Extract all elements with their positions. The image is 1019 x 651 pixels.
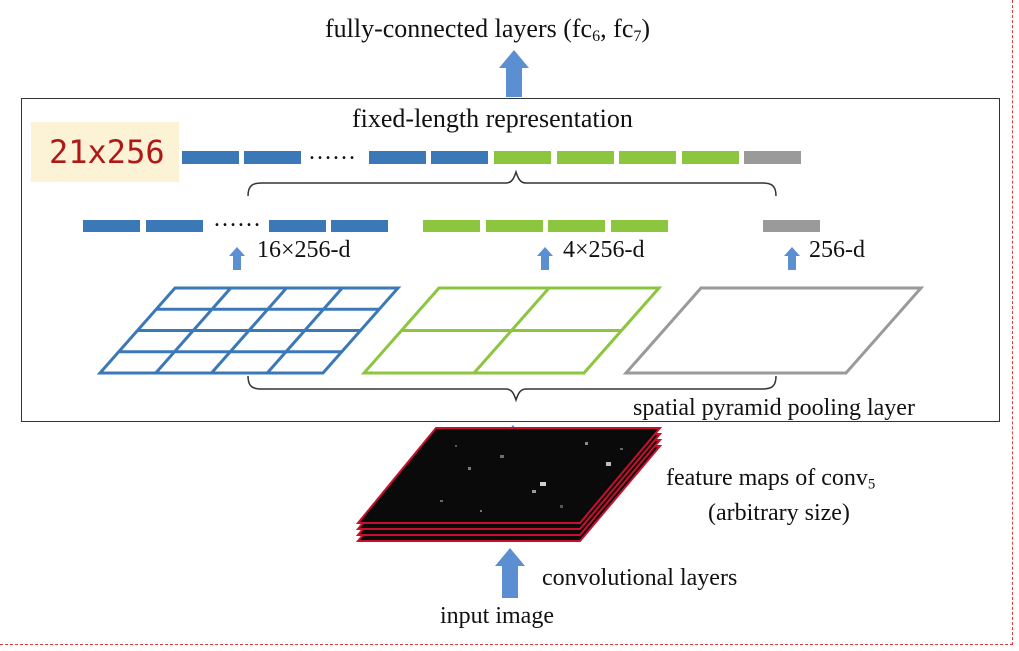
fixed-vector-segment-7 <box>619 151 676 164</box>
arbitrary-size-label: (arbitrary size) <box>708 500 850 526</box>
fixed-vector-segment-9 <box>744 151 801 164</box>
medium-vector-segment-7 <box>548 220 605 232</box>
medium-vector-segment-8 <box>611 220 668 232</box>
coarse-up-arrow <box>784 247 800 270</box>
spp-layer-box <box>21 98 1000 422</box>
grid-fine-vline-3 <box>266 287 344 374</box>
grid-fine-outline <box>96 286 402 375</box>
fine-pyramid-grid <box>96 286 402 375</box>
fine-bin-label: 16×256-d <box>257 237 351 263</box>
medium-vector-segment-5 <box>423 220 480 232</box>
fixed-vector-segment-2 <box>244 151 301 164</box>
feature-speck-8 <box>560 505 563 508</box>
conv-up-arrow <box>495 548 525 598</box>
coarse-pyramid-grid <box>622 286 925 375</box>
medium-bin-label: 4×256-d <box>563 237 645 263</box>
feature-speck-7 <box>440 500 443 502</box>
feature-speck-5 <box>500 455 504 458</box>
feature-map-layer-4 <box>355 427 663 524</box>
feature-speck-3 <box>606 462 611 466</box>
feature-speck-6 <box>585 442 588 445</box>
coarse-bin-label: 256-d <box>809 237 865 263</box>
fine-vector-segment-3 <box>269 220 326 232</box>
feature-speck-11 <box>455 445 457 447</box>
fixed-vector-segment-4 <box>431 151 488 164</box>
fixed-vector-segment-8 <box>682 151 739 164</box>
fine-vector-ellipsis: …… <box>213 206 261 232</box>
fixed-vector-segment-3 <box>369 151 426 164</box>
coarse-vector-segment-9 <box>763 220 820 232</box>
spp-layer-label: spatial pyramid pooling layer <box>633 395 915 421</box>
feature-speck-1 <box>540 482 546 486</box>
fixed-vector-segment-1 <box>182 151 239 164</box>
fixed-length-label: fixed-length representation <box>352 104 633 133</box>
spp-brace <box>247 375 777 403</box>
fine-vector-segment-1 <box>83 220 140 232</box>
feature-speck-10 <box>480 510 482 512</box>
fixed-vector-segment-6 <box>557 151 614 164</box>
input-image-label: input image <box>440 603 554 629</box>
fixed-vector-segment-5 <box>494 151 551 164</box>
grid-medium-outline <box>360 286 663 375</box>
feature-map-stack <box>355 427 663 542</box>
fixed-vector-ellipsis: …… <box>308 139 356 165</box>
fine-up-arrow <box>229 247 245 270</box>
fine-vector-segment-2 <box>146 220 203 232</box>
fc-up-arrow <box>499 50 529 97</box>
callout-badge: 21x256 <box>31 122 179 182</box>
grid-coarse-outline <box>622 286 925 375</box>
feature-speck-2 <box>532 490 536 493</box>
fine-vector-segment-4 <box>331 220 388 232</box>
feature-speck-4 <box>468 467 471 470</box>
fixed-vector-brace <box>247 169 777 197</box>
feature-maps-label: feature maps of conv5 <box>666 465 876 493</box>
feature-speck-9 <box>620 448 623 450</box>
medium-up-arrow <box>537 247 553 270</box>
medium-pyramid-grid <box>360 286 663 375</box>
conv-layers-label: convolutional layers <box>542 565 738 591</box>
medium-vector-segment-6 <box>486 220 543 232</box>
fc-layers-title: fully-connected layers (fc6, fc7) <box>325 14 651 46</box>
